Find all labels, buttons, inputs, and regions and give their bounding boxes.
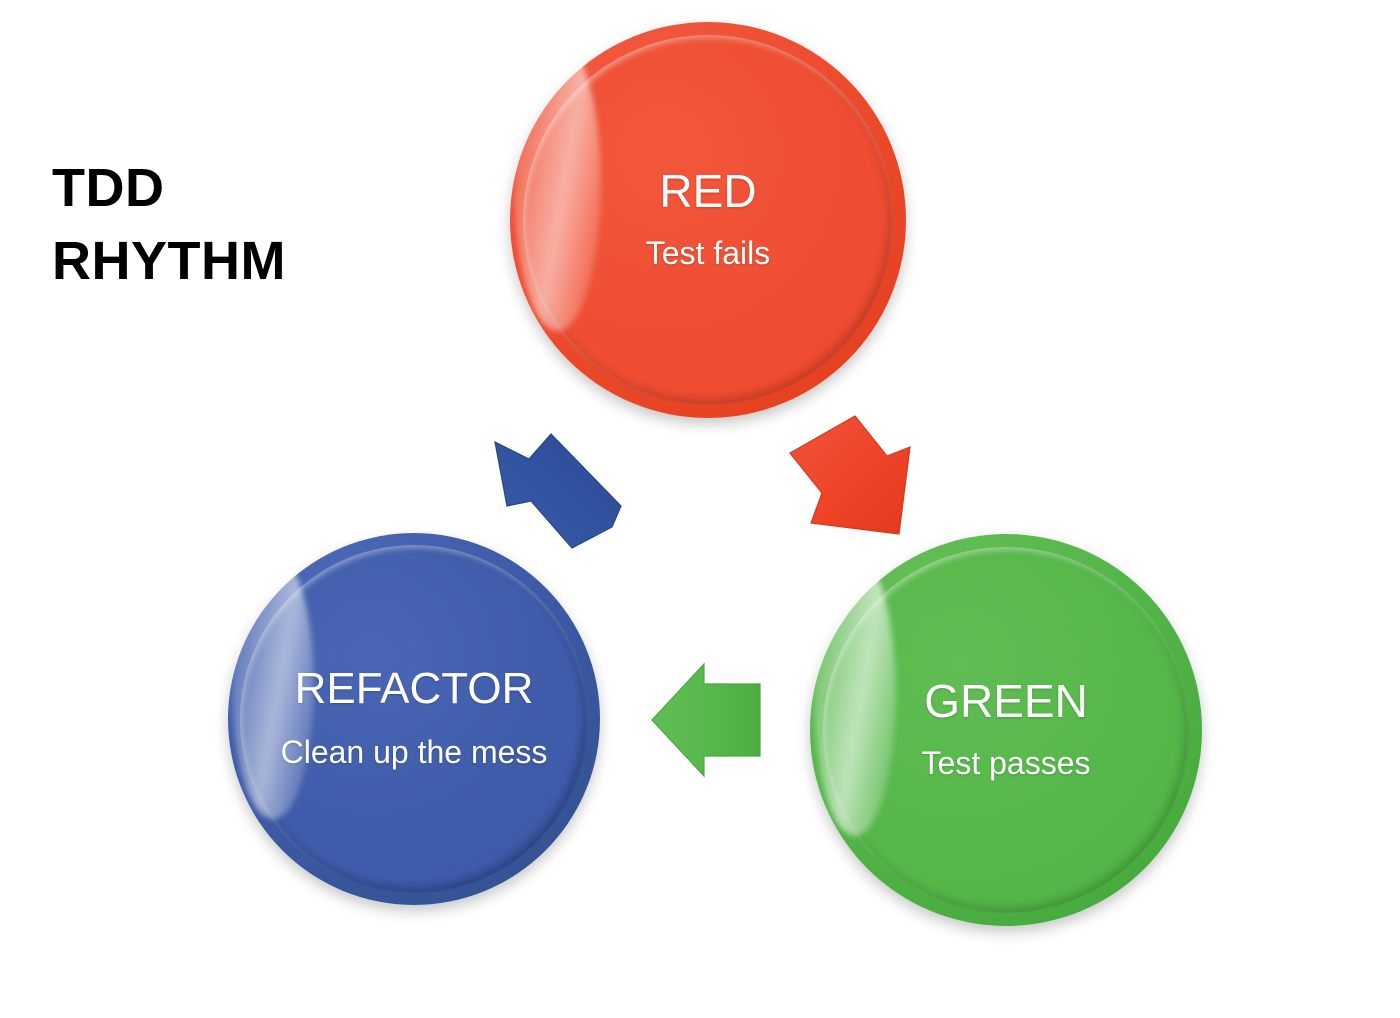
node-red-labels: RED Test fails	[550, 167, 867, 273]
arrow-red-to-green-icon	[789, 415, 911, 535]
node-refactor-labels: REFACTOR Clean up the mess	[265, 663, 563, 772]
title-line-2: RHYTHM	[52, 230, 286, 291]
arrow-green-to-refactor-icon	[651, 662, 761, 778]
node-red[interactable]: RED Test fails	[510, 22, 906, 418]
node-green[interactable]: GREEN Test passes	[810, 534, 1202, 926]
node-refactor-heading: REFACTOR	[294, 663, 534, 713]
title-line-1: TDD	[52, 158, 165, 218]
page-title: TDD RHYTHM	[52, 152, 286, 298]
node-green-labels: GREEN Test passes	[849, 677, 1163, 783]
node-refactor-subtitle: Clean up the mess	[280, 734, 548, 771]
node-green-heading: GREEN	[924, 674, 1088, 727]
node-green-subtitle: Test passes	[921, 745, 1091, 782]
node-green-highlight	[813, 553, 897, 836]
node-red-subtitle: Test fails	[645, 235, 771, 272]
arrow-refactor-to-red-icon	[494, 433, 622, 549]
node-red-heading: RED	[659, 164, 757, 217]
node-refactor[interactable]: REFACTOR Clean up the mess	[228, 533, 600, 905]
node-red-highlight	[513, 37, 602, 331]
node-refactor-highlight	[231, 551, 314, 820]
